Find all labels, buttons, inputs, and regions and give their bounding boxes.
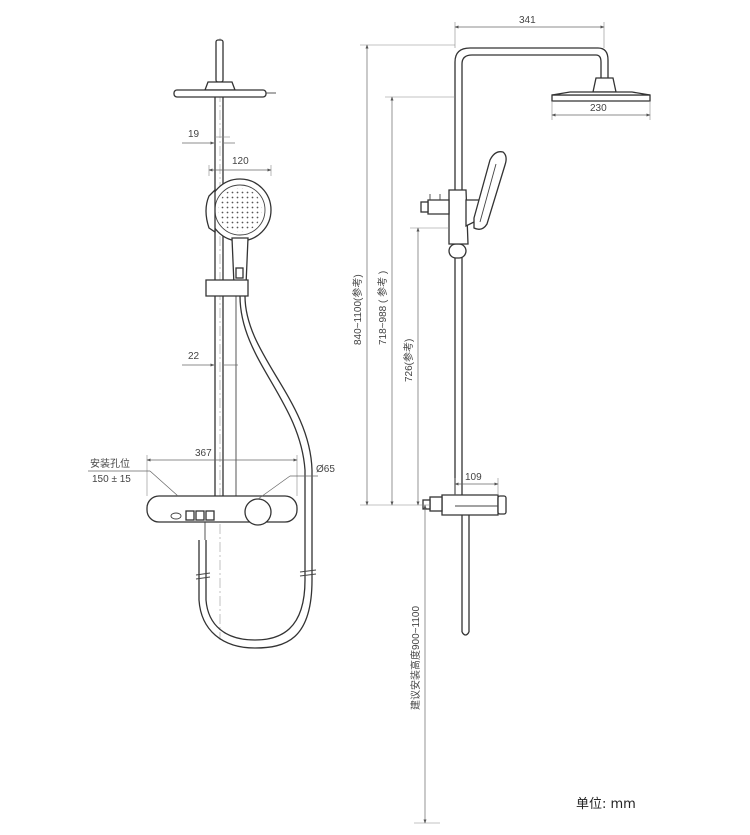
hose-front [205, 295, 306, 641]
dim-341: 341 [454, 15, 605, 48]
dim-height-fixed: 726(参考) [402, 227, 449, 506]
recommended-height-label: 建议安装高度900~1100 [409, 606, 422, 710]
riser-pipe-side [454, 47, 609, 495]
front-view: 19 120 22 367 安装孔位 150 ± 15 Ø6 [88, 38, 335, 649]
dim-height-fixed-label: 726(参考) [402, 339, 415, 382]
dim-height-range-2-label: 718~988 ( 参考 ) [376, 271, 389, 345]
overhead-shower-front [173, 39, 276, 98]
install-hole-label: 安装孔位 [90, 457, 130, 470]
hand-shower-side [420, 151, 507, 259]
install-hole-value: 150 ± 15 [92, 474, 131, 485]
dim-230-label: 230 [590, 103, 607, 114]
dim-341-label: 341 [519, 15, 536, 26]
dim-230: 230 [551, 101, 651, 120]
dim-109-label: 109 [465, 472, 482, 483]
side-view: 341 230 840~1100(参考) 718~988 ( 参考 ) 726(… [351, 15, 651, 824]
dim-height-range-label: 840~1100(参考) [351, 274, 364, 345]
dim-19: 19 [182, 129, 235, 145]
supply-pipe-side [461, 515, 470, 636]
unit-label: 单位: mm [576, 797, 636, 812]
dim-height-range: 840~1100(参考) [351, 44, 455, 506]
dim-recommended-height: 建议安装高度900~1100 [409, 504, 440, 824]
thermostatic-body-side [422, 494, 507, 516]
dim-height-range-2: 718~988 ( 参考 ) [376, 96, 455, 506]
dim-120: 120 [208, 156, 272, 176]
dim-367: 367 [146, 448, 298, 496]
dim-65: Ø65 [257, 464, 335, 500]
dim-22: 22 [182, 351, 238, 367]
dim-109: 109 [454, 472, 499, 495]
hand-shower-front [205, 178, 272, 297]
dim-19-label: 19 [188, 129, 200, 140]
dim-120-label: 120 [232, 156, 249, 167]
overhead-shower-side [551, 77, 651, 102]
dim-22-label: 22 [188, 351, 200, 362]
thermostatic-shelf-front [146, 495, 298, 540]
install-hole-callout: 安装孔位 150 ± 15 [88, 457, 179, 497]
dim-65-label: Ø65 [316, 464, 335, 475]
dim-367-label: 367 [195, 448, 212, 459]
